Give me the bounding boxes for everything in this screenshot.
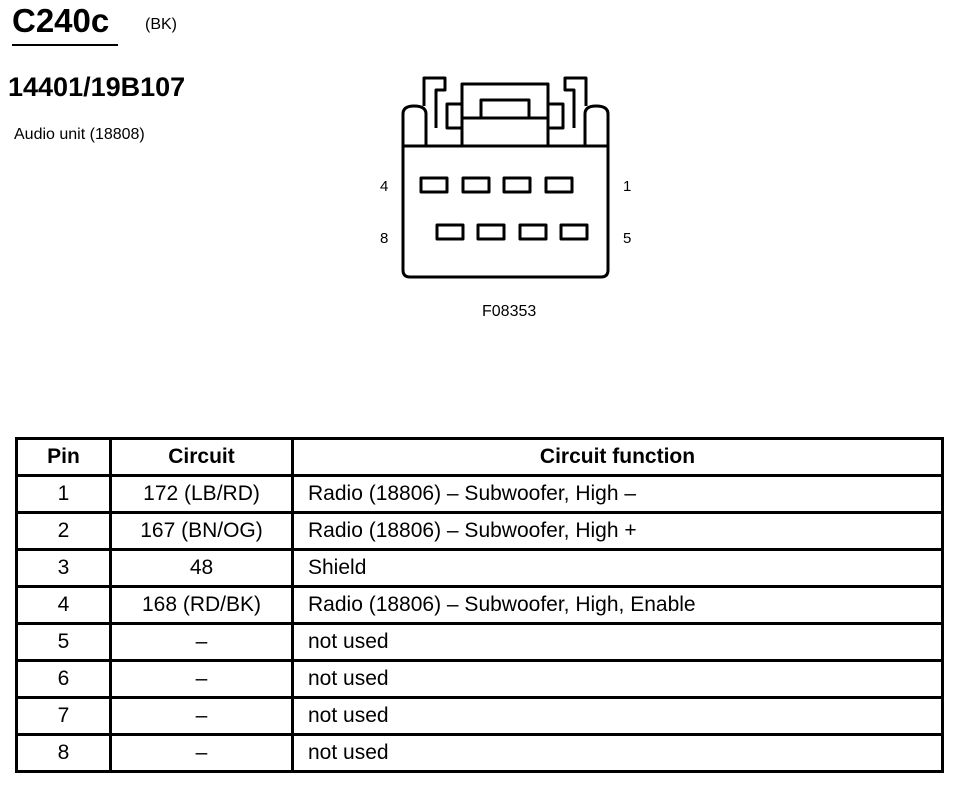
table-row: 3 48 Shield bbox=[15, 548, 944, 588]
table-row: 7 – not used bbox=[15, 696, 944, 736]
circuit-cell: 167 (BN/OG) bbox=[109, 511, 294, 551]
pin-label-4: 4 bbox=[380, 178, 388, 195]
pin-cavity bbox=[476, 223, 506, 241]
function-cell: not used bbox=[291, 696, 944, 736]
table-row: 6 – not used bbox=[15, 659, 944, 699]
function-cell: Shield bbox=[291, 548, 944, 588]
table-row: 4 168 (RD/BK) Radio (18806) – Subwoofer,… bbox=[15, 585, 944, 625]
pin-cavity bbox=[502, 176, 532, 194]
figure-id: F08353 bbox=[482, 303, 537, 320]
right-latch bbox=[583, 104, 610, 146]
circuit-cell: 48 bbox=[109, 548, 294, 588]
column-header-pin: Pin bbox=[15, 437, 112, 477]
circuit-cell: – bbox=[109, 622, 294, 662]
pin-cell: 6 bbox=[15, 659, 112, 699]
circuit-cell: 172 (LB/RD) bbox=[109, 474, 294, 514]
table-header-row: Pin Circuit Circuit function bbox=[15, 437, 944, 477]
pin-label-1: 1 bbox=[623, 178, 631, 195]
locking-tab bbox=[460, 82, 550, 146]
connector-housing bbox=[401, 144, 610, 279]
pin-label-8: 8 bbox=[380, 230, 388, 247]
pinout-table: Pin Circuit Circuit function 1 172 (LB/R… bbox=[15, 437, 944, 773]
title-underline bbox=[12, 44, 118, 46]
column-header-function: Circuit function bbox=[291, 437, 944, 477]
circuit-cell: – bbox=[109, 659, 294, 699]
color-code: (BK) bbox=[145, 16, 177, 33]
circuit-cell: – bbox=[109, 733, 294, 773]
table-row: 5 – not used bbox=[15, 622, 944, 662]
table-row: 8 – not used bbox=[15, 733, 944, 773]
pin-cell: 2 bbox=[15, 511, 112, 551]
pin-cavity bbox=[419, 176, 449, 194]
left-latch bbox=[401, 104, 428, 146]
pin-cell: 7 bbox=[15, 696, 112, 736]
part-number: 14401/19B107 bbox=[8, 72, 186, 102]
table-row: 1 172 (LB/RD) Radio (18806) – Subwoofer,… bbox=[15, 474, 944, 514]
pin-cavity bbox=[559, 223, 589, 241]
pin-cavity bbox=[461, 176, 491, 194]
pin-cell: 5 bbox=[15, 622, 112, 662]
function-cell: Radio (18806) – Subwoofer, High – bbox=[291, 474, 944, 514]
connector-description: Audio unit (18808) bbox=[14, 126, 145, 143]
pin-cavity bbox=[435, 223, 465, 241]
function-cell: not used bbox=[291, 733, 944, 773]
pin-cell: 1 bbox=[15, 474, 112, 514]
column-header-circuit: Circuit bbox=[109, 437, 294, 477]
pin-cell: 4 bbox=[15, 585, 112, 625]
pin-cavity bbox=[544, 176, 574, 194]
function-cell: not used bbox=[291, 622, 944, 662]
circuit-cell: – bbox=[109, 696, 294, 736]
connector-diagram: 4 1 8 5 bbox=[380, 76, 631, 279]
connector-id: C240c bbox=[12, 2, 110, 39]
pin-label-5: 5 bbox=[623, 230, 631, 247]
pin-cell: 8 bbox=[15, 733, 112, 773]
function-cell: Radio (18806) – Subwoofer, High, Enable bbox=[291, 585, 944, 625]
pin-cavity bbox=[518, 223, 548, 241]
function-cell: not used bbox=[291, 659, 944, 699]
table-row: 2 167 (BN/OG) Radio (18806) – Subwoofer,… bbox=[15, 511, 944, 551]
circuit-cell: 168 (RD/BK) bbox=[109, 585, 294, 625]
pin-cell: 3 bbox=[15, 548, 112, 588]
function-cell: Radio (18806) – Subwoofer, High + bbox=[291, 511, 944, 551]
